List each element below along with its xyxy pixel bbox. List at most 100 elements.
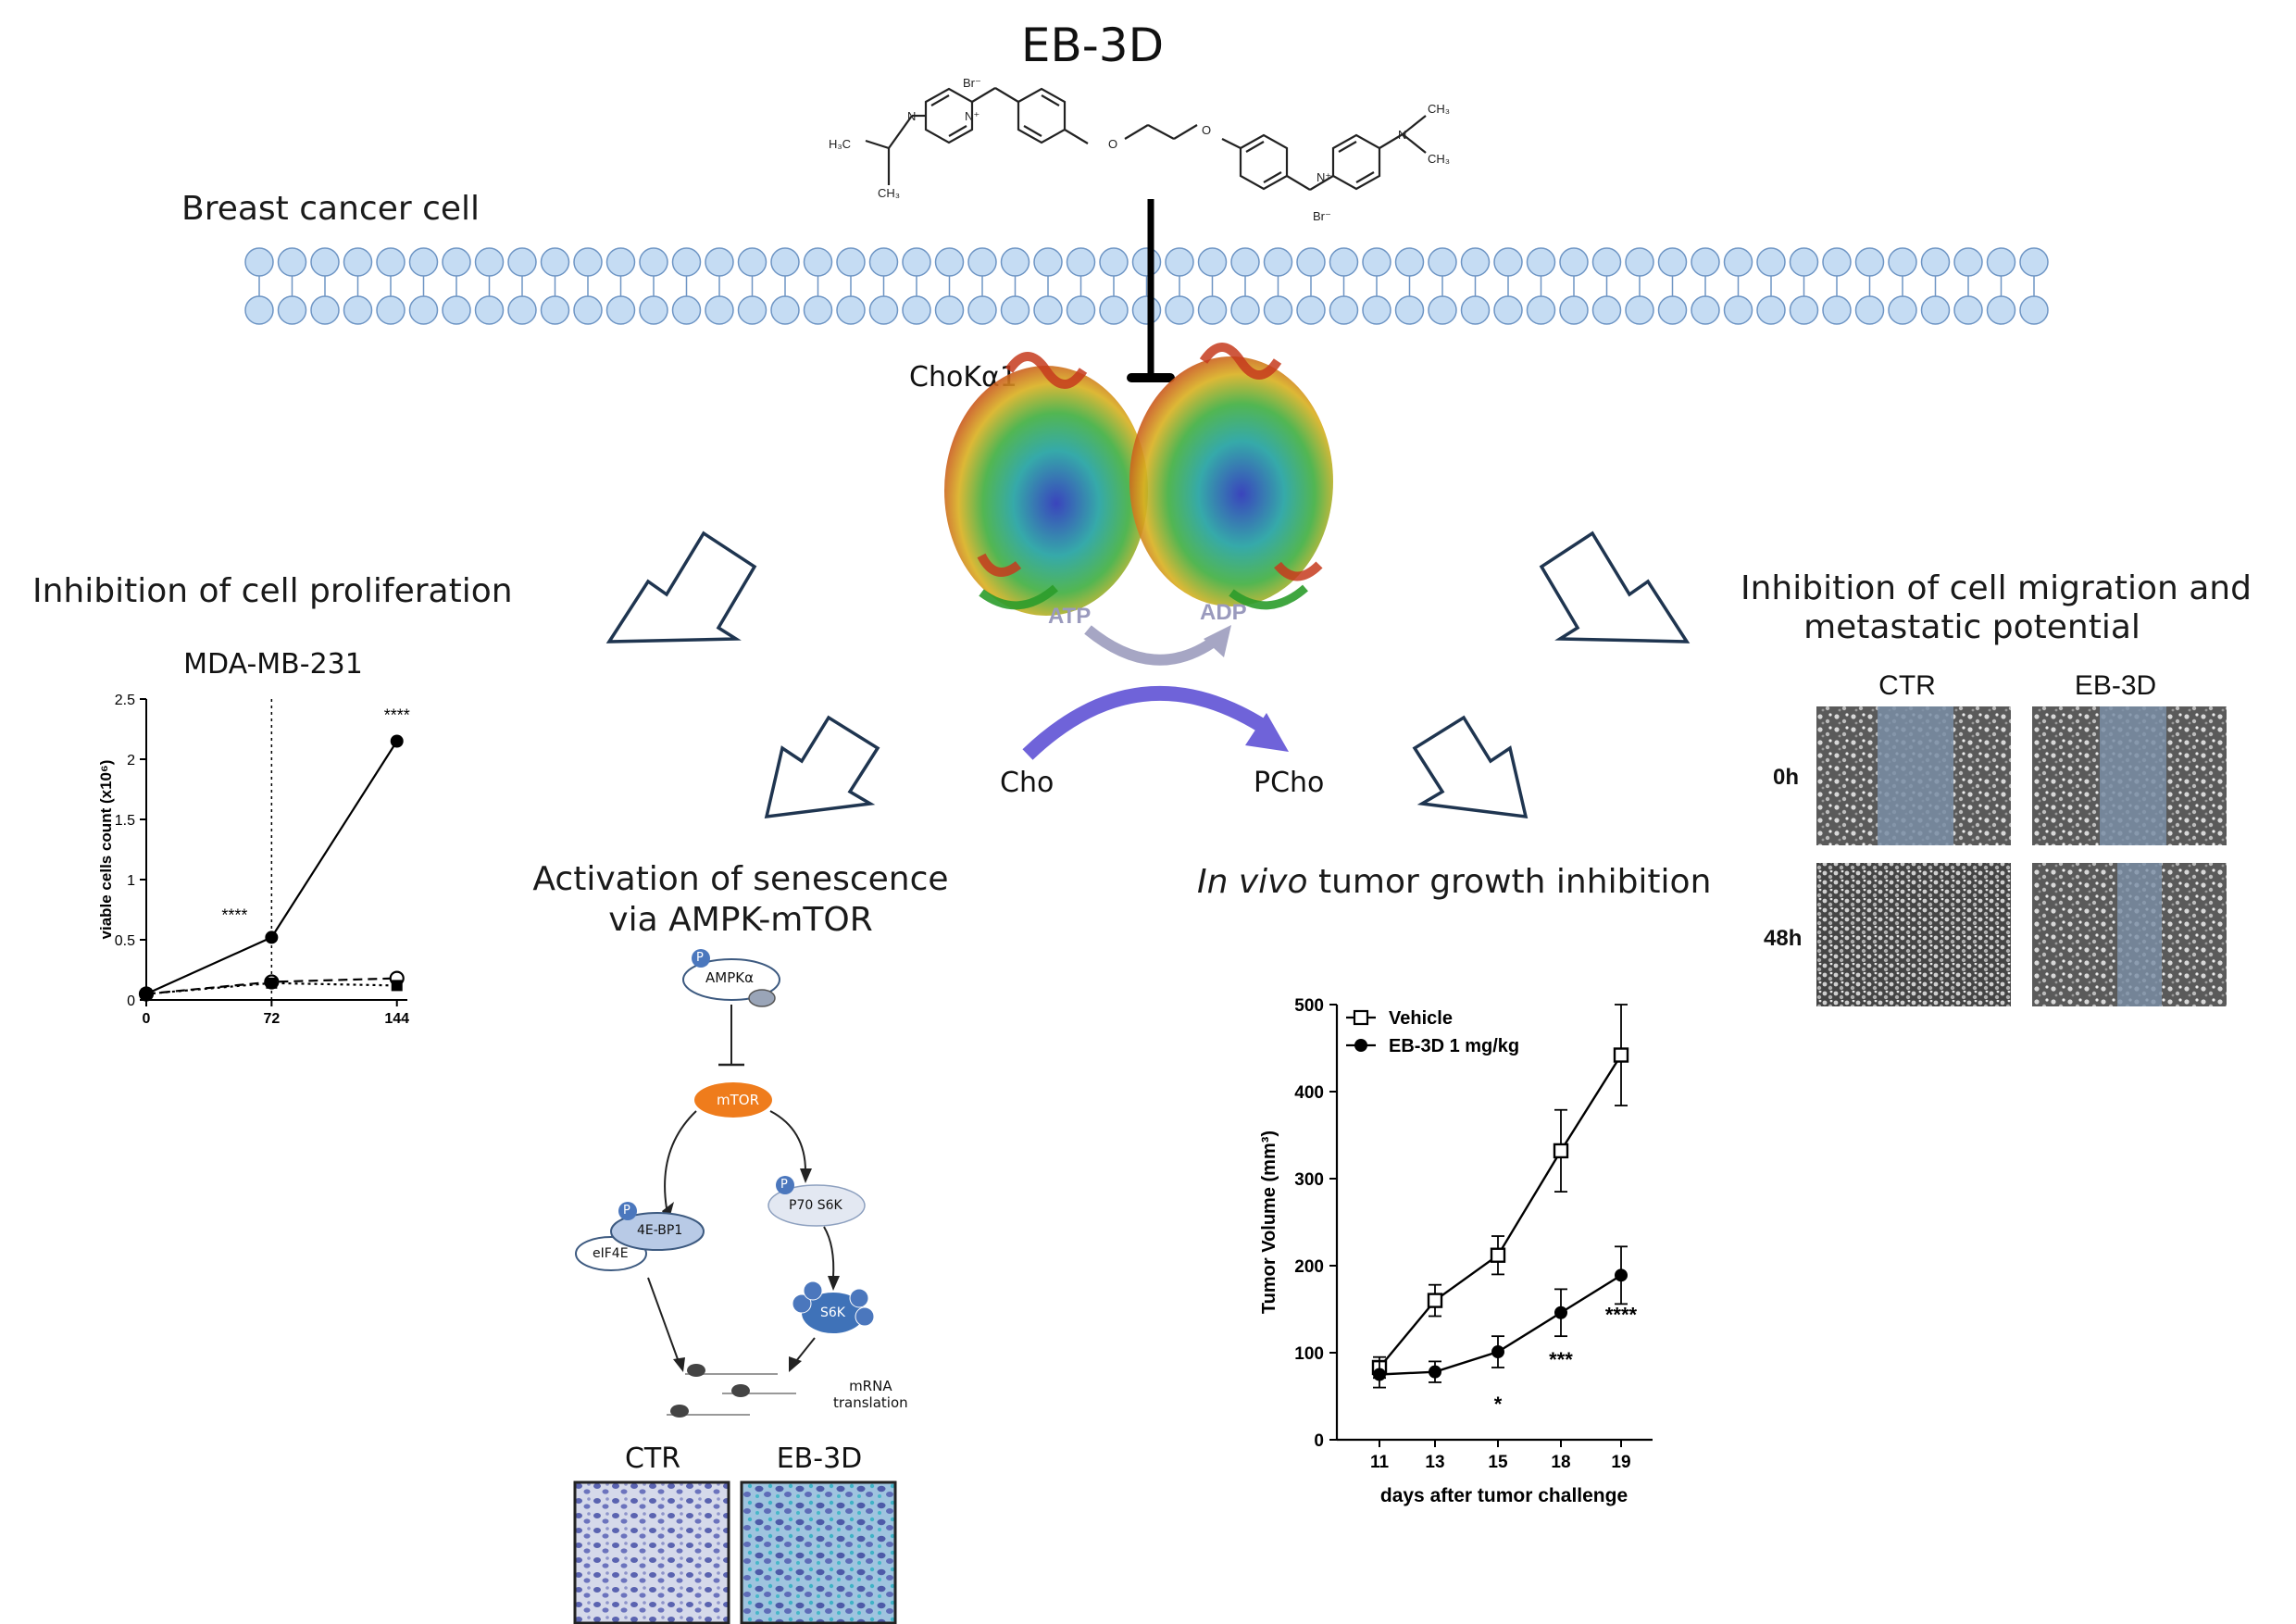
lipid-head-outer bbox=[540, 247, 570, 277]
y-tick-label: 200 bbox=[1294, 1257, 1324, 1277]
x-tick-label: 19 bbox=[1611, 1453, 1630, 1472]
y-tick-label: 500 bbox=[1294, 996, 1324, 1016]
significance-label: * bbox=[1494, 1393, 1503, 1416]
x-tick-label: 15 bbox=[1488, 1453, 1508, 1472]
lipid-head-inner bbox=[1197, 295, 1228, 325]
lipid-head-inner bbox=[1394, 295, 1425, 325]
heading-invivo: In vivo tumor growth inhibition bbox=[1197, 863, 1711, 901]
y-tick-label: 0 bbox=[127, 993, 135, 1009]
s6k-label: S6K bbox=[820, 1305, 845, 1320]
data-point bbox=[390, 734, 404, 748]
lipid-head-inner bbox=[1625, 295, 1654, 325]
mrna-label-line2: translation bbox=[833, 1394, 908, 1411]
lipid-head-inner bbox=[934, 295, 965, 325]
heading-proliferation: Inhibition of cell proliferation bbox=[32, 572, 513, 610]
lipid-head-outer bbox=[1888, 247, 1917, 277]
heading-migration: Inhibition of cell migration and metasta… bbox=[1741, 569, 2252, 647]
lipid-head-outer bbox=[1428, 247, 1457, 277]
lipid-head-inner bbox=[1723, 295, 1753, 325]
lipid-head-outer bbox=[1197, 247, 1228, 277]
heading-migration-line1: Inhibition of cell migration and bbox=[1741, 569, 2252, 607]
adp-label: ADP bbox=[1200, 600, 1247, 625]
p70s6k-phospho bbox=[776, 1176, 794, 1194]
lipid-head-inner bbox=[408, 295, 439, 325]
protein-left-lobe bbox=[944, 366, 1148, 616]
lipid-head-outer bbox=[1493, 247, 1523, 277]
lipid-head-inner bbox=[705, 295, 734, 325]
heading-senescence-line2: via AMPK-mTOR bbox=[608, 901, 873, 939]
lipid-head-outer bbox=[1526, 247, 1556, 277]
lipid-head-outer bbox=[1591, 247, 1622, 277]
chem-o-left: O bbox=[1108, 137, 1117, 151]
lipid-head-inner bbox=[507, 295, 537, 325]
lipid-head-inner bbox=[244, 295, 274, 325]
ampk-p-label: P bbox=[696, 951, 704, 965]
data-point bbox=[1373, 1368, 1386, 1381]
lipid-head-outer bbox=[1559, 247, 1589, 277]
lipid-head-outer bbox=[639, 247, 668, 277]
lipid-head-inner bbox=[573, 295, 603, 325]
migration-ctr-48h bbox=[1816, 863, 2011, 1006]
arrow-to-senescence bbox=[764, 715, 880, 819]
ampk-phospho bbox=[692, 949, 710, 968]
lipid-head-inner bbox=[803, 295, 833, 325]
y-tick-label: 2 bbox=[127, 753, 135, 768]
lipid-head-outer bbox=[1230, 247, 1260, 277]
s6k-node bbox=[802, 1293, 865, 1333]
x-tick-label: 144 bbox=[384, 1011, 409, 1027]
senescence-ctr-image bbox=[573, 1480, 730, 1624]
lipid-head-outer bbox=[1625, 247, 1654, 277]
lipid-head-outer bbox=[1657, 247, 1688, 277]
lipid-head-inner bbox=[1099, 295, 1129, 325]
lipid-head-inner bbox=[902, 295, 931, 325]
lipid-head-inner bbox=[967, 295, 997, 325]
data-point bbox=[265, 931, 279, 944]
legend-marker bbox=[1353, 1009, 1369, 1026]
lipid-head-outer bbox=[934, 247, 965, 277]
lipid-head-outer bbox=[408, 247, 439, 277]
lipid-head-inner bbox=[1888, 295, 1917, 325]
significance-label: **** bbox=[221, 906, 247, 924]
lipid-head-outer bbox=[1953, 247, 1983, 277]
data-point bbox=[1427, 1293, 1443, 1308]
lipid-head-inner bbox=[639, 295, 668, 325]
chem-ch3-left: CH₃ bbox=[878, 186, 900, 200]
lipid-head-outer bbox=[1099, 247, 1129, 277]
lipid-head-outer bbox=[1756, 247, 1786, 277]
cho-pcho-arrow bbox=[1022, 685, 1268, 760]
lipid-head-outer bbox=[1263, 247, 1293, 277]
eif4e-label: eIF4E bbox=[593, 1246, 629, 1261]
lipid-head-inner bbox=[1854, 295, 1885, 325]
significance-label: *** bbox=[1549, 1348, 1573, 1371]
lipid-head-outer bbox=[1066, 247, 1096, 277]
lipid-head-inner bbox=[1460, 295, 1491, 325]
lipid-head-inner bbox=[1986, 295, 2016, 325]
lipid-head-inner bbox=[1526, 295, 1556, 325]
lipid-head-inner bbox=[442, 295, 471, 325]
migration-row-0h: 0h bbox=[1773, 765, 1800, 790]
lipid-head-inner bbox=[737, 295, 767, 325]
lipid-head-outer bbox=[1296, 247, 1326, 277]
chem-nplus-right: N⁺ bbox=[1316, 170, 1331, 184]
lipid-head-outer bbox=[1165, 247, 1194, 277]
senescence-treated-image bbox=[740, 1480, 897, 1624]
ebp1-node bbox=[610, 1212, 705, 1251]
data-point bbox=[141, 988, 152, 1000]
lipid-head-inner bbox=[277, 295, 307, 325]
lipid-head-outer bbox=[244, 247, 274, 277]
lipid-head-outer bbox=[376, 247, 406, 277]
legend-marker bbox=[1354, 1039, 1367, 1052]
lipid-head-inner bbox=[1362, 295, 1391, 325]
chem-ch3-right-bot: CH₃ bbox=[1428, 152, 1450, 166]
lipid-head-outer bbox=[671, 247, 702, 277]
data-point bbox=[1615, 1268, 1628, 1282]
y-tick-label: 1 bbox=[127, 873, 135, 889]
lipid-head-inner bbox=[1329, 295, 1359, 325]
y-tick-label: 1.5 bbox=[115, 813, 135, 829]
lipid-head-inner bbox=[1165, 295, 1194, 325]
